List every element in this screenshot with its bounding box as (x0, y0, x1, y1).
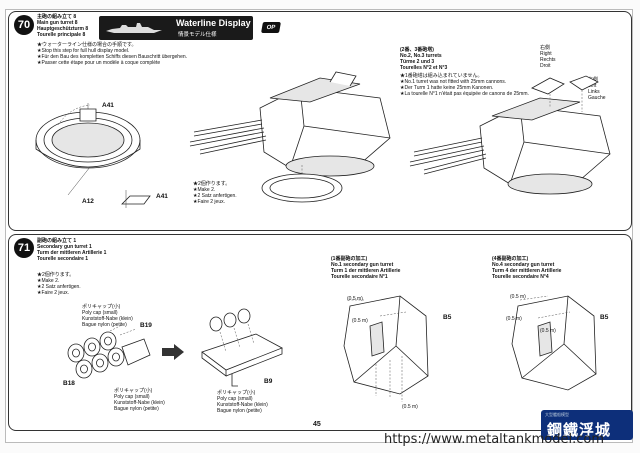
step-70-make2-en: ★Make 2. (193, 187, 216, 193)
polycap-note2-jp: ポリキャップ(小) (114, 388, 153, 394)
no1-turret-jp: (1番副砲の加工) (331, 256, 368, 262)
polycap-note2-fr: Bague nylon (petite) (114, 406, 159, 412)
part-label-a41-top: A41 (102, 102, 114, 109)
turret23-heading-en: No.2, No.3 turrets (400, 53, 442, 59)
waterline-note-fr: ★Passer cette étape pour un modèle à coq… (37, 60, 161, 66)
gun-barrels-assembly (67, 324, 151, 379)
step-71-title-en: Secondary gun turret 1 (37, 244, 92, 250)
step-70-make2-de: ★2 Satz anfertigen. (193, 193, 237, 199)
part-label-b5-no4: B5 (600, 314, 609, 321)
polycap-note3-de: Kunststoff-Nabe (klein) (217, 402, 268, 408)
turret-base-b9-diagram (201, 308, 283, 387)
turret23-note-jp: ★1番砲塔は組み込まれていません。 (400, 73, 483, 79)
step-70-title-en: Main gun turret 8 (37, 20, 78, 26)
polycap-note1-de: Kunststoff-Nabe (klein) (82, 316, 133, 322)
step-70-title-fr: Tourelle principale 8 (37, 32, 86, 38)
no1-turret-fr: Tourelle secondaire N°1 (331, 274, 388, 280)
step-70-title-jp: 主砲の組み立て 8 (37, 14, 77, 20)
optional-badge: OP (261, 22, 281, 33)
no1-turret-de: Turm 1 der mittleren Artillerie (331, 268, 401, 274)
step-71-make2-jp: ★2個作ります。 (37, 272, 75, 278)
polycap-note3-jp: ポリキャップ(小) (217, 390, 256, 396)
dim-label-f: (0.5 m) (540, 328, 556, 334)
polycap-note2-de: Kunststoff-Nabe (klein) (114, 400, 165, 406)
polycap-note1-en: Poly cap (small) (82, 310, 118, 316)
polycap-note1-fr: Bague nylon (petite) (82, 322, 127, 328)
waterline-note-de: ★Für den Bau des kompletten Schiffs dies… (37, 54, 188, 60)
turret23-heading-fr: Tourelles N°2 et N°3 (400, 65, 448, 71)
left-label-de: Links (588, 89, 600, 95)
turret23-note-fr: ★La tourelle N°1 n'était pas équipée de … (400, 91, 529, 97)
logo-small-text: 大型艦船模型 (545, 412, 569, 417)
no4-turret-jp: (4番副砲の加工) (492, 256, 529, 262)
step-70-title-de: Hauptgeschützturm 8 (37, 26, 89, 32)
dim-label-c: (0.5 m) (402, 404, 418, 410)
right-label-jp: 右側 (540, 45, 551, 51)
main-turret-diagram (189, 71, 391, 203)
polycap-note2-en: Poly cap (small) (114, 394, 150, 400)
waterline-note-en: ★Stop this step for full hull display mo… (37, 48, 130, 54)
step-70-make2-fr: ★Faire 2 jeux. (193, 199, 225, 205)
part-label-a41-side: A41 (156, 193, 168, 200)
dim-label-b: (0.5 m) (352, 318, 368, 324)
part-label-b19: B19 (140, 322, 152, 329)
ship-silhouette-icon (106, 23, 162, 33)
dim-label-e: (0.5 m) (506, 316, 522, 322)
right-label-en: Right (540, 51, 552, 57)
polycap-note1-jp: ポリキャップ(小) (82, 304, 121, 310)
left-label-en: Left (588, 83, 597, 89)
right-label-fr: Droit (540, 63, 551, 69)
arrow-icon (162, 344, 184, 360)
step-71-make2-en: ★Make 2. (37, 278, 60, 284)
turret23-heading-de: Türme 2 und 3 (400, 59, 435, 65)
no4-turret-de: Turm 4 der mittleren Artillerie (492, 268, 562, 274)
part-label-b5-no1: B5 (443, 314, 452, 321)
turret23-note-en: ★No.1 turret was not fitted with 25mm ca… (400, 79, 507, 85)
polycap-note3-en: Poly cap (small) (217, 396, 253, 402)
step-70-make2-jp: ★2個作ります。 (193, 181, 231, 187)
part-label-a12: A12 (82, 198, 94, 205)
dim-label-d: (0.5 m) (510, 294, 526, 300)
site-logo: 大型艦船模型 鋼鐵浮城 (541, 410, 633, 440)
dim-label-a: (0.5 m) (347, 296, 363, 302)
part-a41-sprue (121, 190, 151, 208)
watermark-url: https://www.metaltankmodel.com (384, 432, 604, 447)
part-label-b9: B9 (264, 378, 273, 385)
polycap-note3-fr: Bague nylon (petite) (217, 408, 262, 414)
waterline-title: Waterline Display (176, 18, 251, 28)
turret23-heading-jp: (2番、3番砲塔) (400, 47, 434, 53)
part-label-b18: B18 (63, 380, 75, 387)
waterline-subtitle: 情景モデル仕様 (178, 32, 217, 38)
page-number: 45 (313, 421, 321, 428)
step-71-title-fr: Tourelle secondaire 1 (37, 256, 89, 262)
waterline-note-jp: ★ウォーターライン仕様の場合の手順です。 (37, 42, 137, 48)
right-label-de: Rechts (540, 57, 556, 63)
no1-turret-en: No.1 secondary gun turret (331, 262, 394, 268)
no4-secondary-turret-diagram (511, 295, 597, 391)
step-number-71: 71 (14, 238, 34, 258)
step-71-title-de: Turm der mittleren Artillerie 1 (37, 250, 107, 256)
no4-turret-fr: Tourelle secondaire N°4 (492, 274, 549, 280)
left-label-fr: Gauche (588, 95, 606, 101)
step-number-70: 70 (14, 15, 34, 35)
no1-secondary-turret-diagram (343, 295, 429, 402)
step-71-make2-fr: ★Faire 2 jeux. (37, 290, 69, 296)
barbette-ring-diagram (35, 103, 141, 196)
step-71-title-jp: 副砲の組み立て 1 (37, 238, 77, 244)
turret-23-diagram (409, 75, 611, 195)
step-71-make2-de: ★2 Satz anfertigen. (37, 284, 81, 290)
no4-turret-en: No.4 secondary gun turret (492, 262, 555, 268)
turret23-note-de: ★Der Turm 1 hatte keine 25mm Kanonen. (400, 85, 494, 91)
logo-main-text: 鋼鐵浮城 (547, 421, 612, 439)
